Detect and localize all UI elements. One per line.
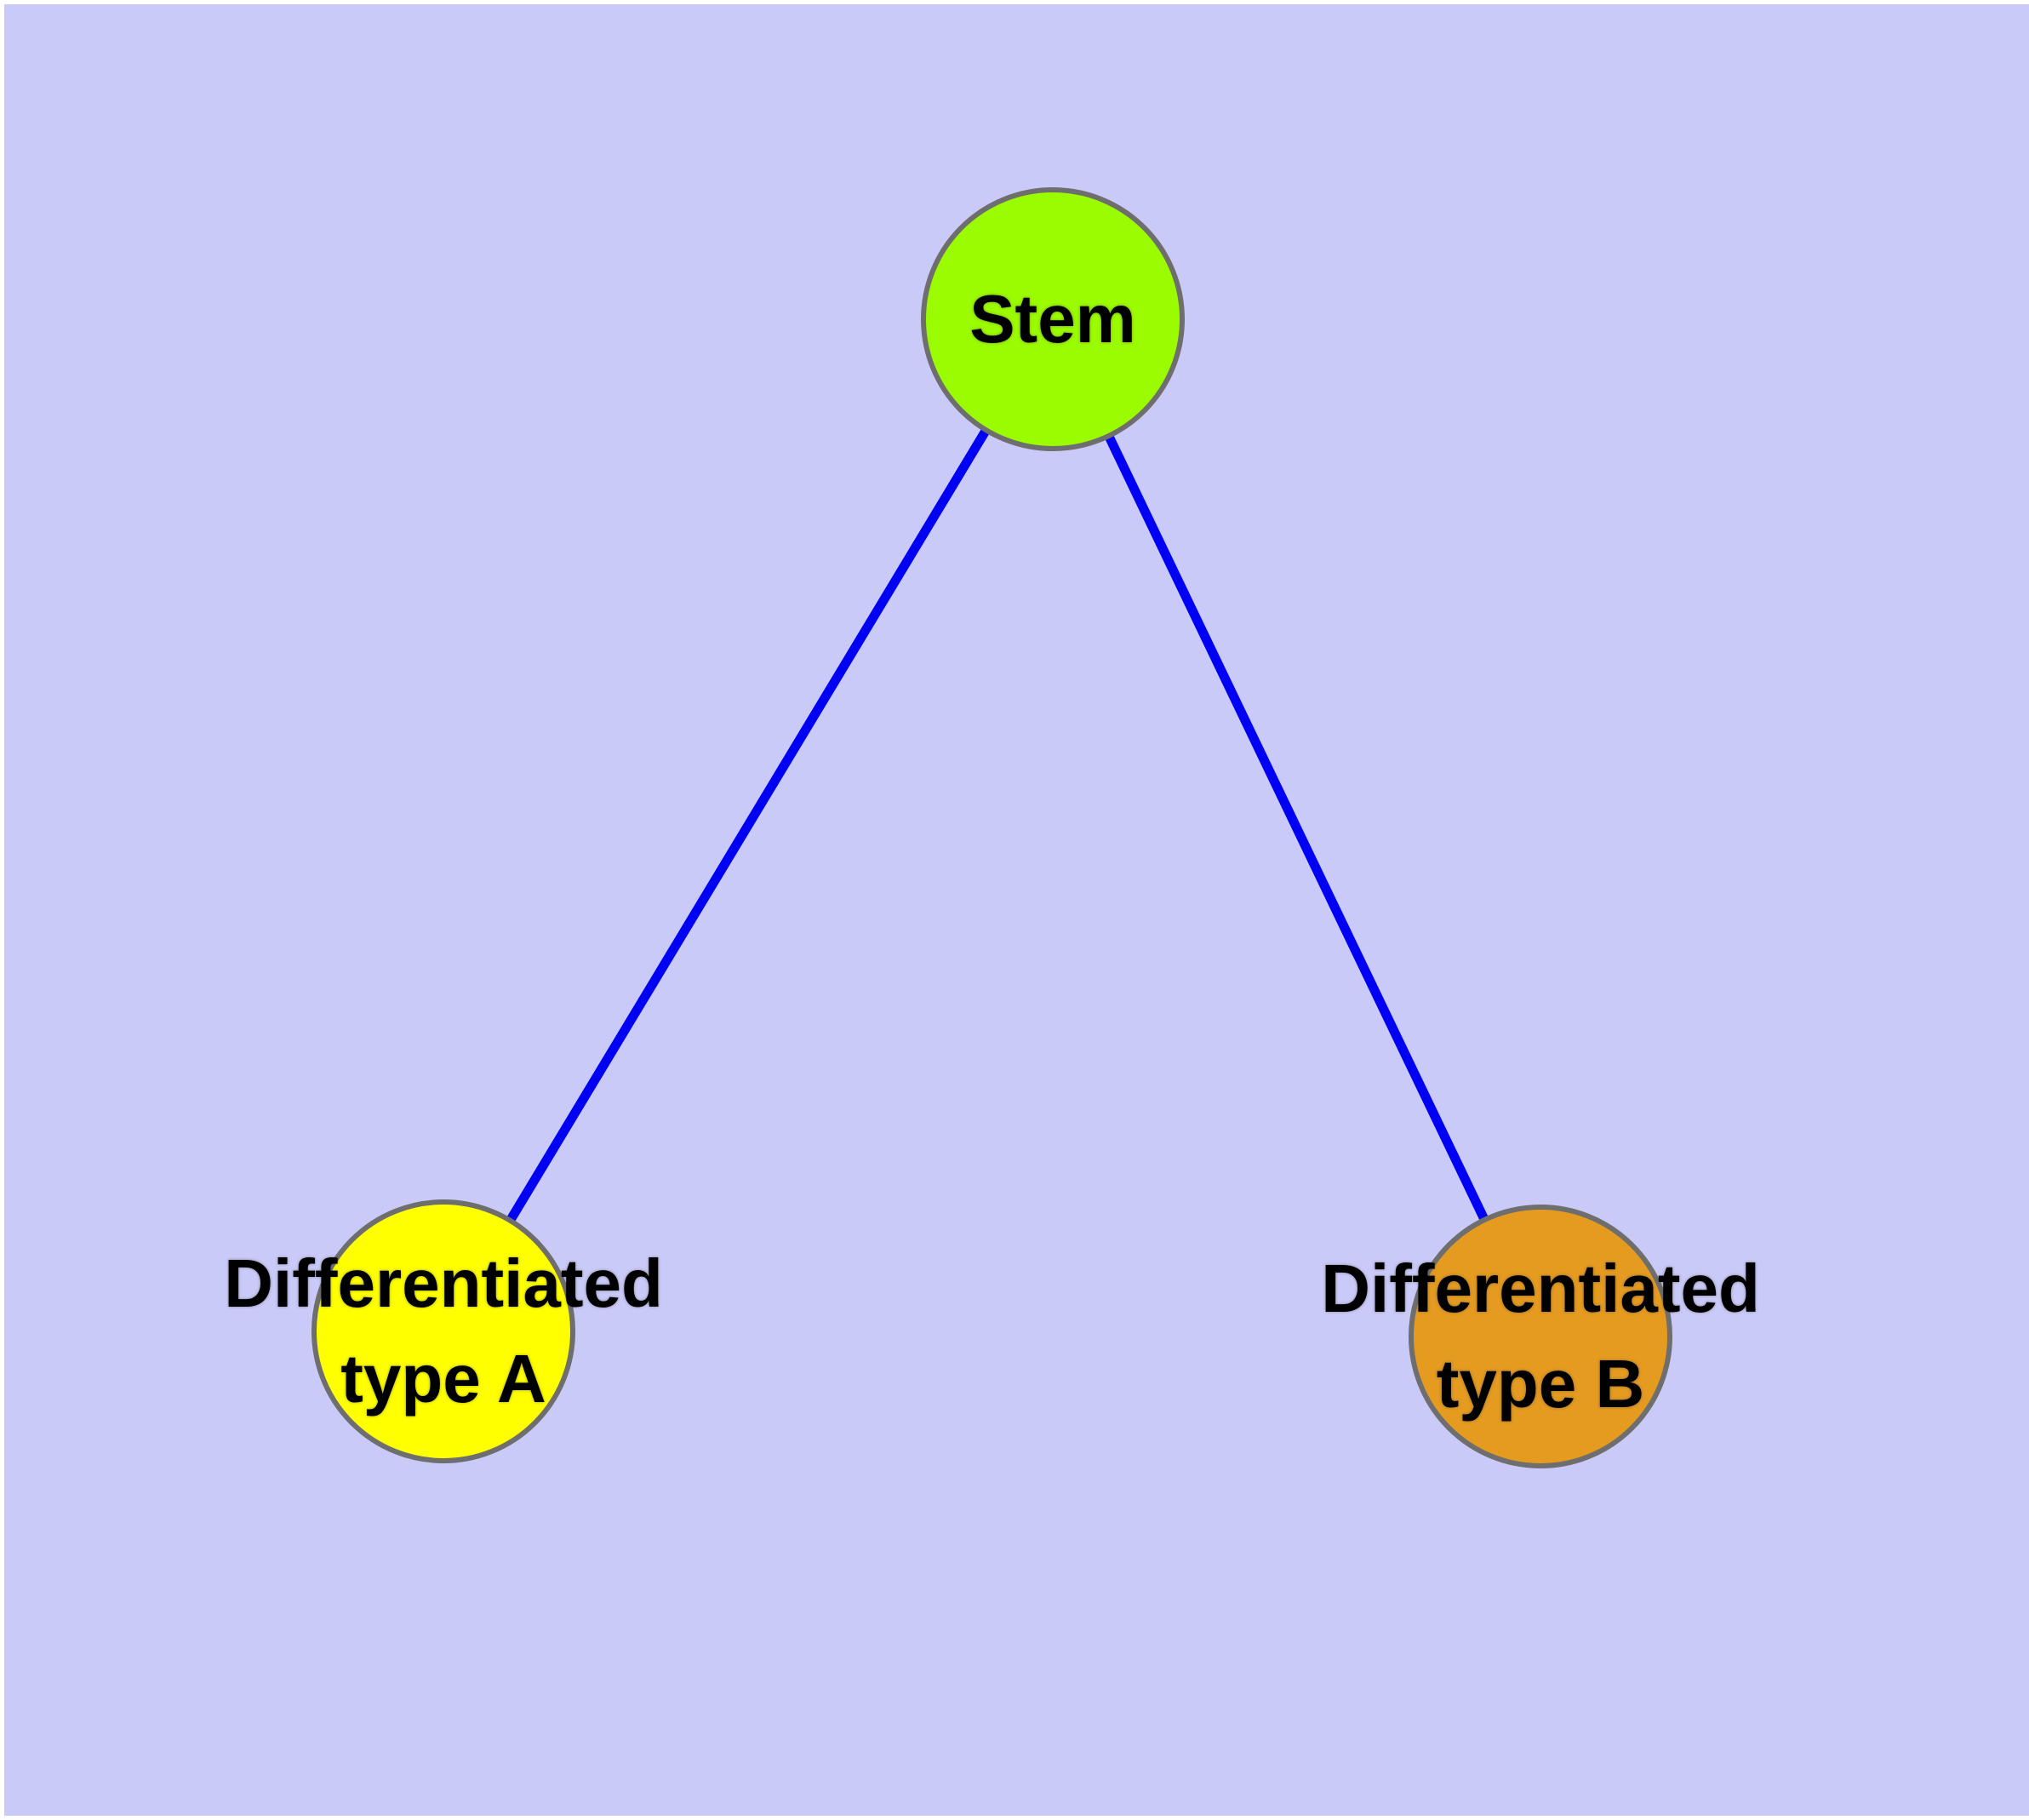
node-differentiated-type-b xyxy=(1409,1205,1672,1468)
edge-stem-to-type-a xyxy=(439,317,1057,1334)
node-stem xyxy=(921,187,1185,451)
edge-stem-to-type-b xyxy=(1049,317,1545,1339)
node-differentiated-type-a xyxy=(311,1199,575,1463)
